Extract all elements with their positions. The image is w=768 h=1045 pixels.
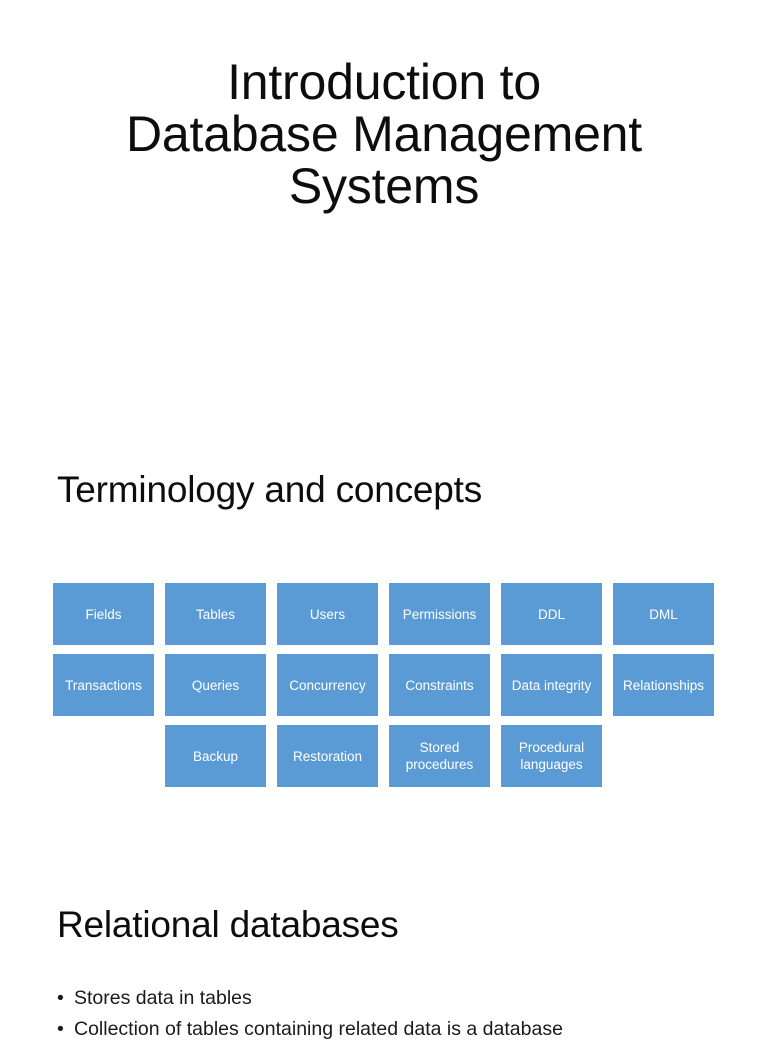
document-page: Introduction to Database Management Syst… bbox=[0, 0, 768, 1024]
concept-box-restoration[interactable]: Restoration bbox=[277, 725, 378, 787]
concept-box-queries[interactable]: Queries bbox=[165, 654, 266, 716]
concept-box-relationships[interactable]: Relationships bbox=[613, 654, 714, 716]
concept-box-concurrency[interactable]: Concurrency bbox=[277, 654, 378, 716]
concept-box-users[interactable]: Users bbox=[277, 583, 378, 645]
concept-box-grid: Fields Tables Users Permissions DDL DML … bbox=[53, 583, 715, 796]
concept-box-transactions[interactable]: Transactions bbox=[53, 654, 154, 716]
title-line-1: Introduction to bbox=[227, 54, 541, 110]
list-item: Collection of tables containing related … bbox=[57, 1014, 768, 1045]
concept-box-backup[interactable]: Backup bbox=[165, 725, 266, 787]
concept-box-procedural-languages[interactable]: Procedural languages bbox=[501, 725, 602, 787]
concept-box-fields[interactable]: Fields bbox=[53, 583, 154, 645]
concept-box-stored-procedures[interactable]: Stored procedures bbox=[389, 725, 490, 787]
title-line-3: Systems bbox=[288, 158, 480, 214]
concept-box-tables[interactable]: Tables bbox=[165, 583, 266, 645]
concept-box-permissions[interactable]: Permissions bbox=[389, 583, 490, 645]
title-line-2: Database Management bbox=[126, 106, 642, 162]
concept-box-data-integrity[interactable]: Data integrity bbox=[501, 654, 602, 716]
terminology-heading: Terminology and concepts bbox=[57, 469, 483, 510]
page-title: Introduction to Database Management Syst… bbox=[0, 56, 768, 212]
concept-row: Fields Tables Users Permissions DDL DML bbox=[53, 583, 715, 645]
concept-box-dml[interactable]: DML bbox=[613, 583, 714, 645]
terminology-section: Terminology and concepts bbox=[0, 468, 768, 512]
title-slide: Introduction to Database Management Syst… bbox=[0, 56, 768, 212]
relational-bullet-list: Stores data in tables Collection of tabl… bbox=[0, 983, 768, 1045]
list-item: Stores data in tables bbox=[57, 983, 768, 1014]
concept-row: Transactions Queries Concurrency Constra… bbox=[53, 654, 715, 716]
concept-box-constraints[interactable]: Constraints bbox=[389, 654, 490, 716]
concept-box-ddl[interactable]: DDL bbox=[501, 583, 602, 645]
concept-row: Backup Restoration Stored procedures Pro… bbox=[53, 725, 715, 787]
relational-databases-heading: Relational databases bbox=[57, 904, 399, 945]
